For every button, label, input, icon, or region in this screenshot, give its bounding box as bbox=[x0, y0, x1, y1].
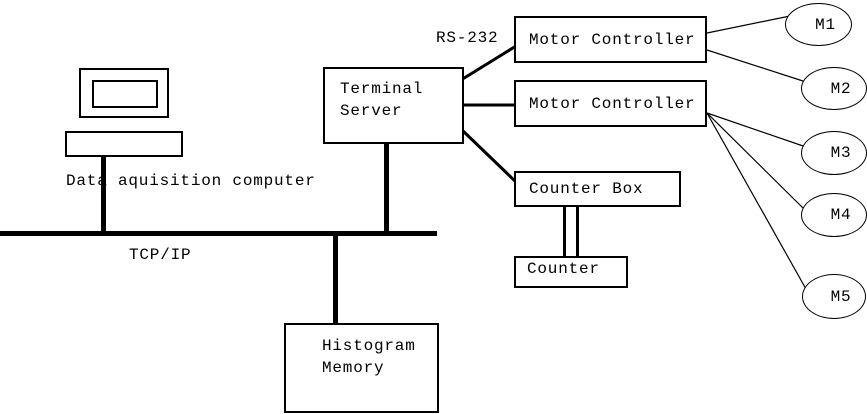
motor-controller-2-node: Motor Controller bbox=[514, 80, 707, 127]
counter-box-node: Counter Box bbox=[514, 171, 681, 207]
histogram-memory-node: Histogram Memory bbox=[284, 323, 439, 413]
motor-m3-node: M3 bbox=[801, 131, 867, 175]
rs232-link-counter-box bbox=[459, 127, 518, 184]
motor-m1-node: M1 bbox=[785, 3, 852, 46]
tcpip-bus-label: TCP/IP bbox=[129, 246, 192, 264]
counter-box-label: Counter Box bbox=[529, 180, 644, 198]
mc1-to-m2-line bbox=[706, 49, 807, 83]
counter-node: Counter bbox=[514, 256, 628, 288]
motor-m2-node: M2 bbox=[801, 67, 867, 110]
computer-keyboard-icon bbox=[65, 131, 183, 157]
histogram-memory-label-line1: Histogram bbox=[322, 337, 416, 355]
terminal-server-node: Terminal Server bbox=[323, 67, 464, 144]
terminal-server-label-line1: Terminal bbox=[340, 80, 424, 98]
motor-m2-label: M2 bbox=[830, 79, 852, 98]
motor-controller-1-label: Motor Controller bbox=[529, 30, 696, 49]
motor-m3-label: M3 bbox=[830, 144, 852, 162]
motor-m4-node: M4 bbox=[801, 193, 867, 237]
motor-m1-label: M1 bbox=[815, 15, 836, 34]
computer-label: Data aquisition computer bbox=[66, 172, 316, 190]
rs232-link-motor-controller-1 bbox=[460, 44, 517, 82]
motor-controller-1-node: Motor Controller bbox=[514, 16, 707, 63]
mc2-to-m3-line bbox=[706, 112, 807, 148]
mc1-to-m1-line bbox=[706, 15, 791, 34]
motor-m4-label: M4 bbox=[830, 206, 852, 224]
terminal-server-label-line2: Server bbox=[340, 102, 403, 120]
computer-screen-icon bbox=[92, 80, 158, 108]
motor-controller-2-label: Motor Controller bbox=[529, 94, 696, 113]
histogram-memory-label-line2: Memory bbox=[322, 359, 385, 377]
motor-m5-label: M5 bbox=[830, 287, 852, 306]
counter-label: Counter bbox=[527, 260, 600, 278]
rs232-label: RS-232 bbox=[436, 29, 499, 47]
mc2-to-m5-line bbox=[706, 112, 807, 290]
mc2-to-m4-line bbox=[706, 112, 806, 211]
motor-m5-node: M5 bbox=[802, 274, 866, 319]
